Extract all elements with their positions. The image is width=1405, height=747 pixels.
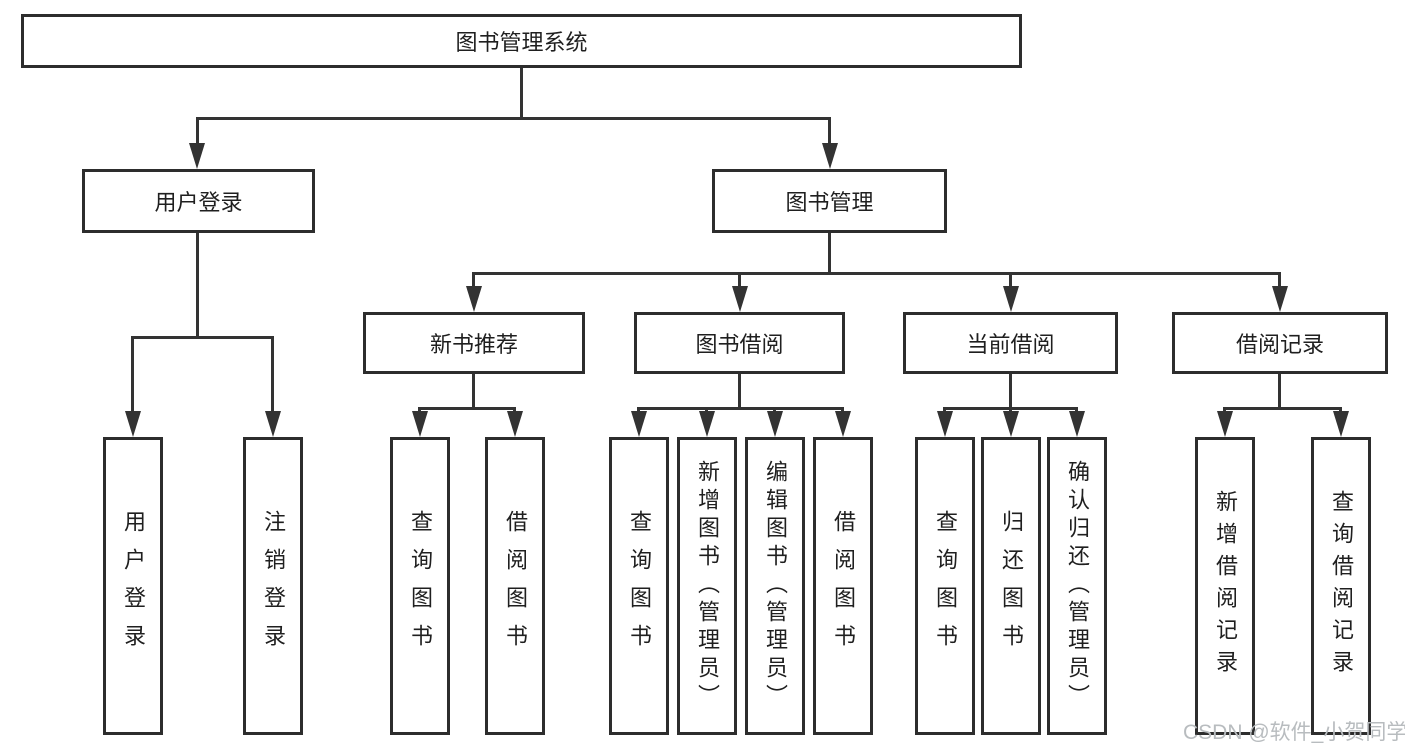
node-current-borrow-label: 当前借阅 bbox=[966, 332, 1055, 357]
connector-mgmt-stem bbox=[1278, 272, 1281, 290]
connector-rec-stub bbox=[472, 374, 475, 409]
arrow-down-icon bbox=[412, 411, 428, 437]
leaf-add-books-admin: 新增图书（管理员） bbox=[677, 437, 737, 735]
connector-root-stub bbox=[520, 68, 523, 117]
leaf-query-books-recommend-label: 查询图书 bbox=[408, 510, 433, 662]
arrow-down-icon bbox=[1003, 411, 1019, 437]
leaf-query-books-borrow: 查询图书 bbox=[609, 437, 669, 735]
arrow-down-icon bbox=[767, 411, 783, 437]
arrow-down-icon bbox=[1272, 286, 1288, 312]
arrow-down-icon bbox=[1333, 411, 1349, 437]
arrow-down-icon bbox=[1003, 286, 1019, 312]
leaf-add-borrow-record-label: 新增借阅记录 bbox=[1213, 490, 1238, 682]
arrow-down-icon bbox=[1217, 411, 1233, 437]
arrow-down-icon bbox=[937, 411, 953, 437]
leaf-add-borrow-record: 新增借阅记录 bbox=[1195, 437, 1255, 735]
arrow-down-icon bbox=[631, 411, 647, 437]
node-current-borrow: 当前借阅 bbox=[903, 312, 1118, 374]
leaf-confirm-return-admin: 确认归还（管理员） bbox=[1047, 437, 1107, 735]
connector-l1-bar bbox=[196, 117, 831, 120]
node-book-management: 图书管理 bbox=[712, 169, 947, 233]
node-root: 图书管理系统 bbox=[21, 14, 1022, 68]
leaf-query-books-current-label: 查询图书 bbox=[933, 510, 958, 662]
connector-mgmt-stub bbox=[828, 233, 831, 274]
node-borrow-record-label: 借阅记录 bbox=[1235, 332, 1324, 357]
leaf-logout: 注销登录 bbox=[243, 437, 303, 735]
leaf-add-books-admin-label: 新增图书（管理员） bbox=[695, 460, 720, 712]
leaf-edit-books-admin: 编辑图书（管理员） bbox=[745, 437, 805, 735]
leaf-borrow-books-recommend-label: 借阅图书 bbox=[503, 510, 528, 662]
arrow-down-icon bbox=[835, 411, 851, 437]
node-user-login: 用户登录 bbox=[82, 169, 315, 233]
node-user-login-label: 用户登录 bbox=[154, 190, 243, 215]
connector-mgmt-stem bbox=[1009, 272, 1012, 290]
csdn-watermark: CSDN @软件_小贺同学 bbox=[1183, 721, 1405, 744]
arrow-down-icon bbox=[189, 143, 205, 169]
leaf-user-login-label: 用户登录 bbox=[121, 510, 146, 662]
arrow-down-icon bbox=[466, 286, 482, 312]
connector-current-stub bbox=[1009, 374, 1012, 409]
leaf-query-books-current: 查询图书 bbox=[915, 437, 975, 735]
leaf-borrow-books: 借阅图书 bbox=[813, 437, 873, 735]
connector-login-stem bbox=[271, 336, 274, 415]
node-new-book-recommend: 新书推荐 bbox=[363, 312, 585, 374]
leaf-query-borrow-record-label: 查询借阅记录 bbox=[1329, 490, 1354, 682]
leaf-logout-label: 注销登录 bbox=[261, 510, 286, 662]
arrow-down-icon bbox=[699, 411, 715, 437]
leaf-borrow-books-label: 借阅图书 bbox=[831, 510, 856, 662]
node-borrow-record: 借阅记录 bbox=[1172, 312, 1388, 374]
node-root-label: 图书管理系统 bbox=[455, 30, 588, 55]
arrow-down-icon bbox=[125, 411, 141, 437]
arrow-down-icon bbox=[1069, 411, 1085, 437]
connector-l1-stem-left bbox=[196, 117, 199, 147]
connector-rec-bar bbox=[418, 407, 516, 410]
connector-record-stub bbox=[1278, 374, 1281, 409]
leaf-query-borrow-record: 查询借阅记录 bbox=[1311, 437, 1371, 735]
connector-mgmt-stem bbox=[738, 272, 741, 290]
connector-borrow-bar bbox=[637, 407, 844, 410]
connector-login-bar bbox=[131, 336, 274, 339]
connector-login-stub bbox=[196, 233, 199, 336]
leaf-return-books-label: 归还图书 bbox=[999, 510, 1024, 662]
arrow-down-icon bbox=[507, 411, 523, 437]
leaf-confirm-return-admin-label: 确认归还（管理员） bbox=[1065, 460, 1090, 712]
leaf-return-books: 归还图书 bbox=[981, 437, 1041, 735]
connector-record-bar bbox=[1223, 407, 1342, 410]
leaf-edit-books-admin-label: 编辑图书（管理员） bbox=[763, 460, 788, 712]
node-book-borrow: 图书借阅 bbox=[634, 312, 845, 374]
leaf-query-books-borrow-label: 查询图书 bbox=[627, 510, 652, 662]
leaf-query-books-recommend: 查询图书 bbox=[390, 437, 450, 735]
connector-mgmt-bar bbox=[472, 272, 1281, 275]
connector-l1-stem-right bbox=[828, 117, 831, 147]
arrow-down-icon bbox=[265, 411, 281, 437]
connector-borrow-stub bbox=[738, 374, 741, 409]
node-new-book-recommend-label: 新书推荐 bbox=[429, 332, 518, 357]
node-book-management-label: 图书管理 bbox=[785, 190, 874, 215]
connector-login-stem bbox=[131, 336, 134, 415]
connector-mgmt-stem bbox=[472, 272, 475, 290]
arrow-down-icon bbox=[732, 286, 748, 312]
leaf-borrow-books-recommend: 借阅图书 bbox=[485, 437, 545, 735]
node-book-borrow-label: 图书借阅 bbox=[695, 332, 784, 357]
arrow-down-icon bbox=[822, 143, 838, 169]
leaf-user-login: 用户登录 bbox=[103, 437, 163, 735]
